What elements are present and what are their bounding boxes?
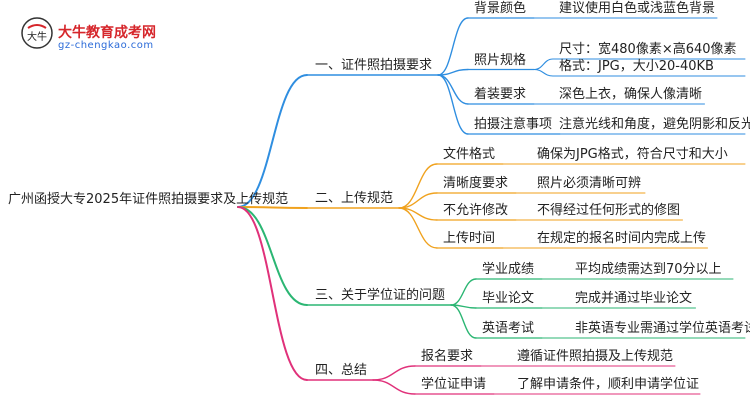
logo-title: 大牛教育成考网 xyxy=(58,25,156,41)
branch-link-4 xyxy=(237,206,308,381)
child-link-3-3 xyxy=(450,304,477,339)
branch-link-2 xyxy=(237,206,308,209)
child-link-2-4 xyxy=(398,207,438,249)
child-link-4-2 xyxy=(372,379,416,395)
child-4-1[interactable]: 报名要求 xyxy=(421,349,474,364)
child-link-1-1 xyxy=(437,17,469,76)
detail-4-2-1[interactable]: 了解申请条件，顺利申请学位证 xyxy=(517,377,700,392)
detail-3-1-1[interactable]: 平均成绩需达到70分以上 xyxy=(575,262,722,277)
child-3-3[interactable]: 英语考试 xyxy=(482,321,535,336)
child-link-4-1 xyxy=(372,365,416,381)
detail-4-1-1[interactable]: 遵循证件照拍摄及上传规范 xyxy=(517,349,674,364)
detail-2-2-1[interactable]: 照片必须清晰可辨 xyxy=(537,176,642,191)
detail-1-4-1[interactable]: 注意光线和角度，避免阴影和反光 xyxy=(559,117,750,132)
branch-link-3 xyxy=(237,206,308,306)
detail-3-3-1[interactable]: 非英语专业需通过学位英语考试 xyxy=(575,321,750,336)
child-3-1[interactable]: 学业成绩 xyxy=(482,262,535,277)
detail-3-2-1[interactable]: 完成并通过毕业论文 xyxy=(575,291,693,306)
child-link-3-1 xyxy=(450,278,477,306)
branch-link-1 xyxy=(237,74,308,208)
child-1-3[interactable]: 着装要求 xyxy=(474,87,527,102)
root-topic[interactable]: 广州函授大专2025年证件照拍摄要求及上传规范 xyxy=(8,192,289,207)
child-link-1-4 xyxy=(437,74,469,135)
child-4-2[interactable]: 学位证申请 xyxy=(421,377,487,392)
child-2-4[interactable]: 上传时间 xyxy=(443,231,496,246)
detail-1-1-1[interactable]: 建议使用白色或浅蓝色背景 xyxy=(559,1,716,16)
child-1-4[interactable]: 拍摄注意事项 xyxy=(474,117,553,132)
child-2-2[interactable]: 清晰度要求 xyxy=(443,176,509,191)
detail-1-2-1[interactable]: 尺寸：宽480像素×高640像素 xyxy=(559,42,737,57)
child-link-2-1 xyxy=(398,163,438,209)
detail-link-1-2-2 xyxy=(533,68,554,77)
logo-mark-text: 大牛 xyxy=(27,30,47,43)
child-2-3[interactable]: 不允许修改 xyxy=(443,203,509,218)
child-link-1-3 xyxy=(437,74,469,105)
child-2-1[interactable]: 文件格式 xyxy=(443,147,496,162)
site-logo[interactable]: 大牛 大牛教育成考网 gz-chengkao.com xyxy=(20,16,160,51)
detail-1-2-2[interactable]: 格式：JPG，大小20-40KB xyxy=(559,59,714,74)
child-3-2[interactable]: 毕业论文 xyxy=(482,291,535,306)
logo-mark-icon: 大牛 xyxy=(21,17,53,49)
detail-2-1-1[interactable]: 确保为JPG格式，符合尺寸和大小 xyxy=(537,147,728,162)
branch-1[interactable]: 一、证件照拍摄要求 xyxy=(315,58,433,73)
branch-4[interactable]: 四、总结 xyxy=(315,363,368,378)
detail-2-3-1[interactable]: 不得经过任何形式的修图 xyxy=(537,203,681,218)
branch-3[interactable]: 三、关于学位证的问题 xyxy=(315,288,446,303)
detail-2-4-1[interactable]: 在规定的报名时间内完成上传 xyxy=(537,231,707,246)
branch-2[interactable]: 二、上传规范 xyxy=(315,191,394,206)
detail-1-3-1[interactable]: 深色上衣，确保人像清晰 xyxy=(559,87,703,102)
detail-link-1-2-1 xyxy=(533,58,554,71)
logo-url: gz-chengkao.com xyxy=(58,40,154,51)
child-1-1[interactable]: 背景颜色 xyxy=(474,1,527,16)
child-1-2[interactable]: 照片规格 xyxy=(474,52,527,68)
